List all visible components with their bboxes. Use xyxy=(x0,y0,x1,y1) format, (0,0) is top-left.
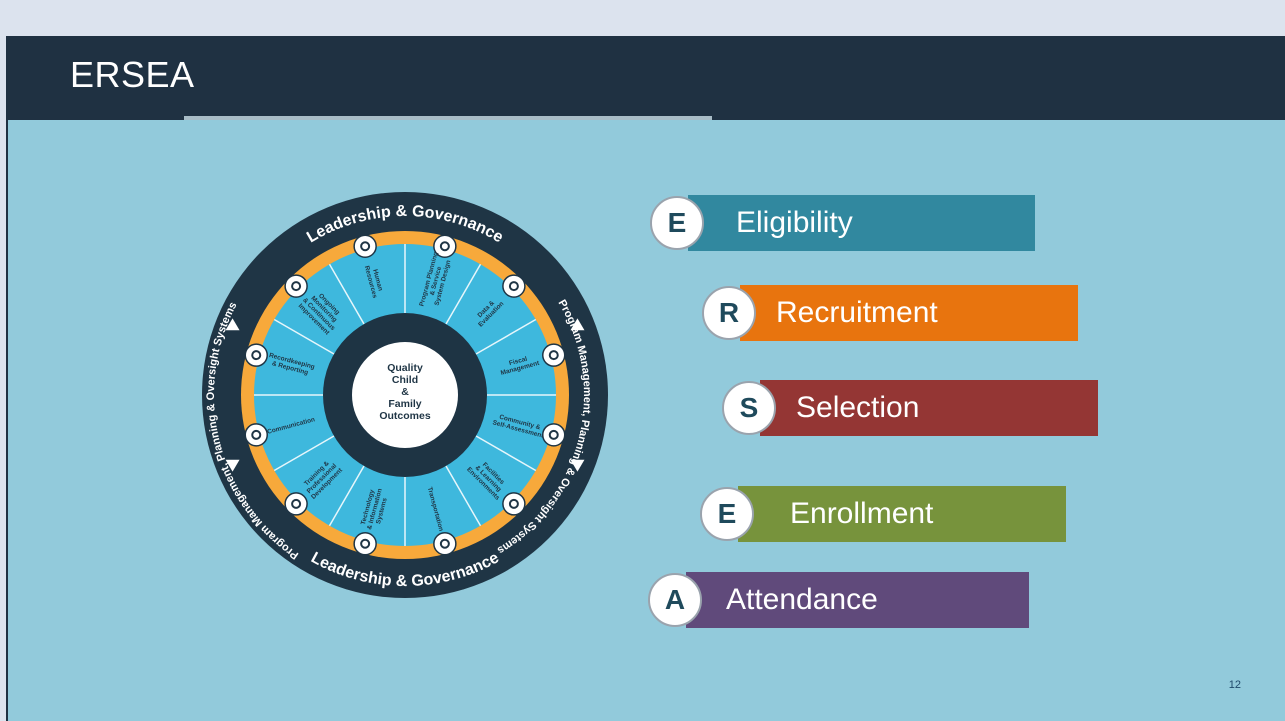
attendance-bar: Attendance xyxy=(686,572,1029,628)
slide-title: ERSEA xyxy=(70,54,195,95)
enrollment-letter-badge: E xyxy=(700,487,754,541)
eligibility-bar: Eligibility xyxy=(688,195,1035,251)
selection-letter-badge: S xyxy=(722,381,776,435)
segment-divider xyxy=(328,465,365,527)
people-icon xyxy=(353,234,377,258)
segment-divider xyxy=(445,465,482,527)
triangle-up-icon xyxy=(570,318,585,331)
attendance-letter-badge: A xyxy=(648,573,702,627)
selection-bar: Selection xyxy=(760,380,1098,436)
center-circle xyxy=(352,342,458,448)
computer-icon xyxy=(353,532,377,556)
enrollment-bar: Enrollment xyxy=(738,486,1066,542)
page-number: 12 xyxy=(1228,679,1241,691)
speech-bubbles-icon xyxy=(244,423,268,447)
title-bar: ERSEA xyxy=(8,36,1285,120)
segment-divider xyxy=(475,318,537,355)
recruitment-label: Recruitment xyxy=(776,296,938,329)
attendance-label: Attendance xyxy=(726,583,878,616)
selection-label: Selection xyxy=(796,391,920,424)
presentation-chart-icon xyxy=(433,234,457,258)
triangle-down-icon xyxy=(570,459,585,472)
inner-ring-label: Family & Community Engagement • ERSEA • … xyxy=(200,190,205,193)
eligibility-label: Eligibility xyxy=(736,206,853,239)
recruitment-bar: Recruitment xyxy=(740,285,1078,341)
clipboard-icon xyxy=(244,343,268,367)
segment-divider xyxy=(328,263,365,325)
segment-divider xyxy=(273,318,335,355)
bus-icon xyxy=(433,532,457,556)
telescope-icon xyxy=(542,423,566,447)
eligibility-letter-badge: E xyxy=(650,196,704,250)
segment-divider xyxy=(475,435,537,472)
segment-divider xyxy=(273,435,335,472)
dollar-icon xyxy=(542,343,566,367)
teacher-board-icon xyxy=(284,492,308,516)
map-chart-icon xyxy=(502,274,526,298)
segment-divider xyxy=(445,263,482,325)
magnifier-chart-icon xyxy=(284,274,308,298)
slide: ERSEA 12 xyxy=(6,36,1285,721)
triangle-down-icon xyxy=(225,459,240,472)
title-accent-line xyxy=(184,116,712,120)
triangle-up-icon xyxy=(225,318,240,331)
recruitment-letter-badge: R xyxy=(702,286,756,340)
building-icon xyxy=(502,492,526,516)
enrollment-label: Enrollment xyxy=(790,497,934,530)
